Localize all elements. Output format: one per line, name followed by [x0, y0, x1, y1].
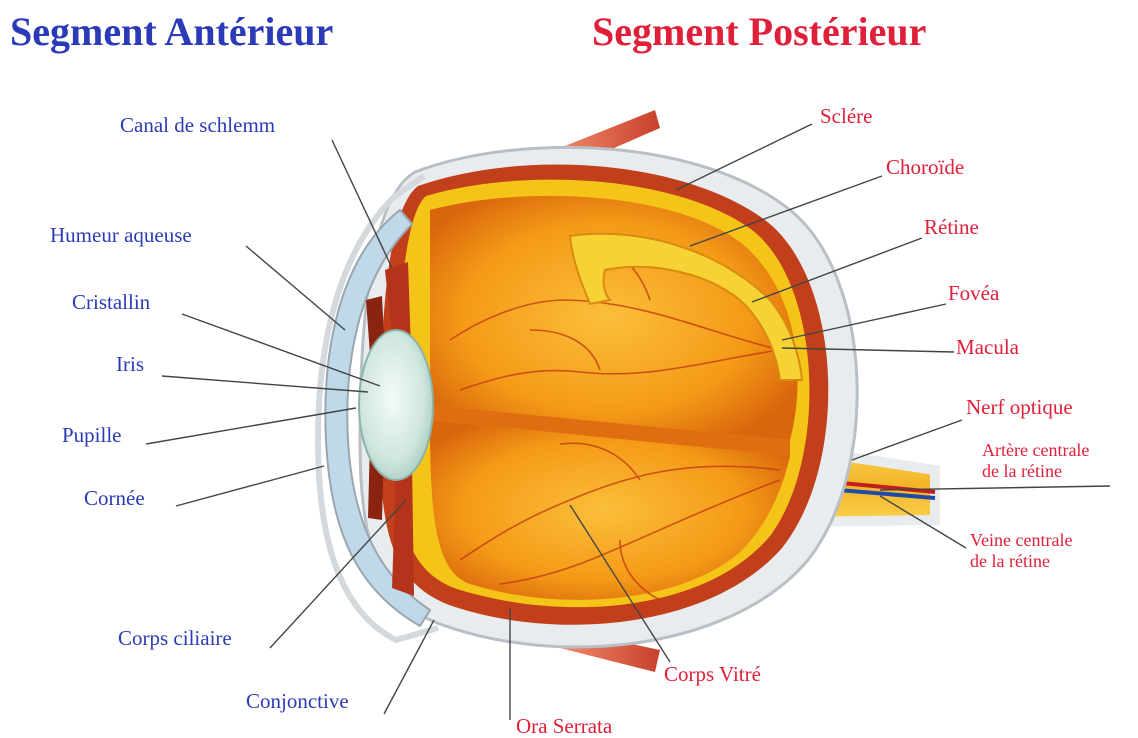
label-humeur-aqueuse: Humeur aqueuse	[50, 223, 192, 247]
leader-canal-schlemm	[332, 140, 392, 268]
label-artere-centrale-retine: Artère centrale de la rétine	[982, 440, 1089, 482]
label-veine-line-2: de la rétine	[970, 551, 1072, 572]
label-sclere: Sclére	[820, 104, 872, 128]
label-veine-centrale-retine: Veine centrale de la rétine	[970, 530, 1072, 572]
label-macula: Macula	[956, 335, 1019, 359]
label-iris: Iris	[116, 352, 144, 376]
label-canal-de-schlemm: Canal de schlemm	[120, 113, 275, 137]
leader-nerf-optique	[852, 420, 962, 460]
leader-humeur-aqueuse	[246, 246, 345, 330]
label-ora-serrata: Ora Serrata	[516, 714, 612, 738]
label-cristallin: Cristallin	[72, 290, 150, 314]
label-cornee: Cornée	[84, 486, 145, 510]
label-pupille: Pupille	[62, 423, 122, 447]
label-conjonctive: Conjonctive	[246, 689, 349, 713]
label-nerf-optique: Nerf optique	[966, 395, 1073, 419]
label-retine: Rétine	[924, 215, 979, 239]
label-artere-line-1: Artère centrale	[982, 440, 1089, 461]
label-fovea: Fovéa	[948, 281, 999, 305]
label-corps-ciliaire: Corps ciliaire	[118, 626, 232, 650]
label-artere-line-2: de la rétine	[982, 461, 1089, 482]
label-corps-vitre: Corps Vitré	[664, 662, 761, 686]
label-choroide: Choroïde	[886, 155, 964, 179]
lens	[359, 330, 433, 480]
label-veine-line-1: Veine centrale	[970, 530, 1072, 551]
leader-cornee	[176, 466, 324, 506]
leader-sclere	[676, 124, 812, 190]
